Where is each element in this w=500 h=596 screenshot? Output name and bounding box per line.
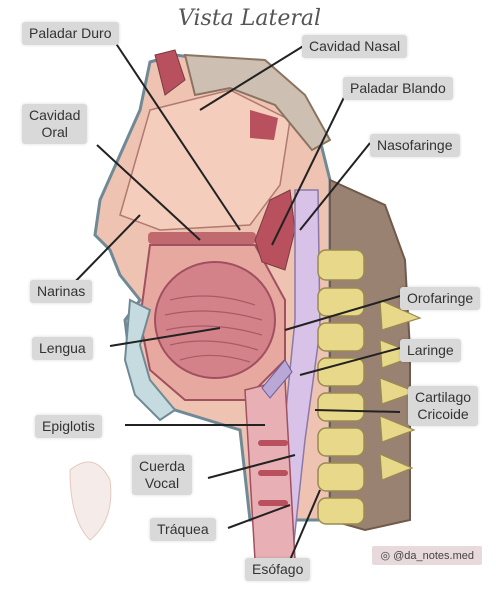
label-laringe: Laringe <box>400 339 461 362</box>
label-cartilago-line2: Cricoide <box>415 406 471 423</box>
label-epiglotis: Epiglotis <box>35 415 102 438</box>
hard-palate-bar <box>148 232 256 244</box>
label-cuerda-vocal: Cuerda Vocal <box>132 455 192 495</box>
watermark-text: @da_notes.med <box>393 550 474 562</box>
tongue <box>155 262 275 378</box>
label-cavidad-oral: Cavidad Oral <box>22 104 87 144</box>
label-cavidad-oral-line1: Cavidad <box>29 107 80 124</box>
label-cavidad-oral-line2: Oral <box>29 124 80 141</box>
diagram-title: Vista Lateral <box>178 6 321 31</box>
label-cuerda-line2: Vocal <box>139 475 185 492</box>
label-nasofaringe: Nasofaringe <box>370 134 460 157</box>
label-paladar-duro: Paladar Duro <box>22 22 119 45</box>
label-lengua: Lengua <box>32 337 93 360</box>
label-paladar-blando: Paladar Blando <box>343 77 453 100</box>
watermark-badge: ◎ @da_notes.med <box>372 546 482 565</box>
label-traquea: Tráquea <box>150 518 216 541</box>
watermark-icon: ◎ <box>380 550 390 562</box>
label-cartilago-cricoide: Cartilago Cricoide <box>408 386 478 426</box>
label-cavidad-nasal: Cavidad Nasal <box>302 35 407 58</box>
label-narinas: Narinas <box>30 280 92 303</box>
label-esofago: Esófago <box>245 558 310 581</box>
label-cuerda-line1: Cuerda <box>139 458 185 475</box>
label-cartilago-line1: Cartilago <box>415 389 471 406</box>
neck-sketch <box>70 462 111 540</box>
label-orofaringe: Orofaringe <box>400 287 480 310</box>
